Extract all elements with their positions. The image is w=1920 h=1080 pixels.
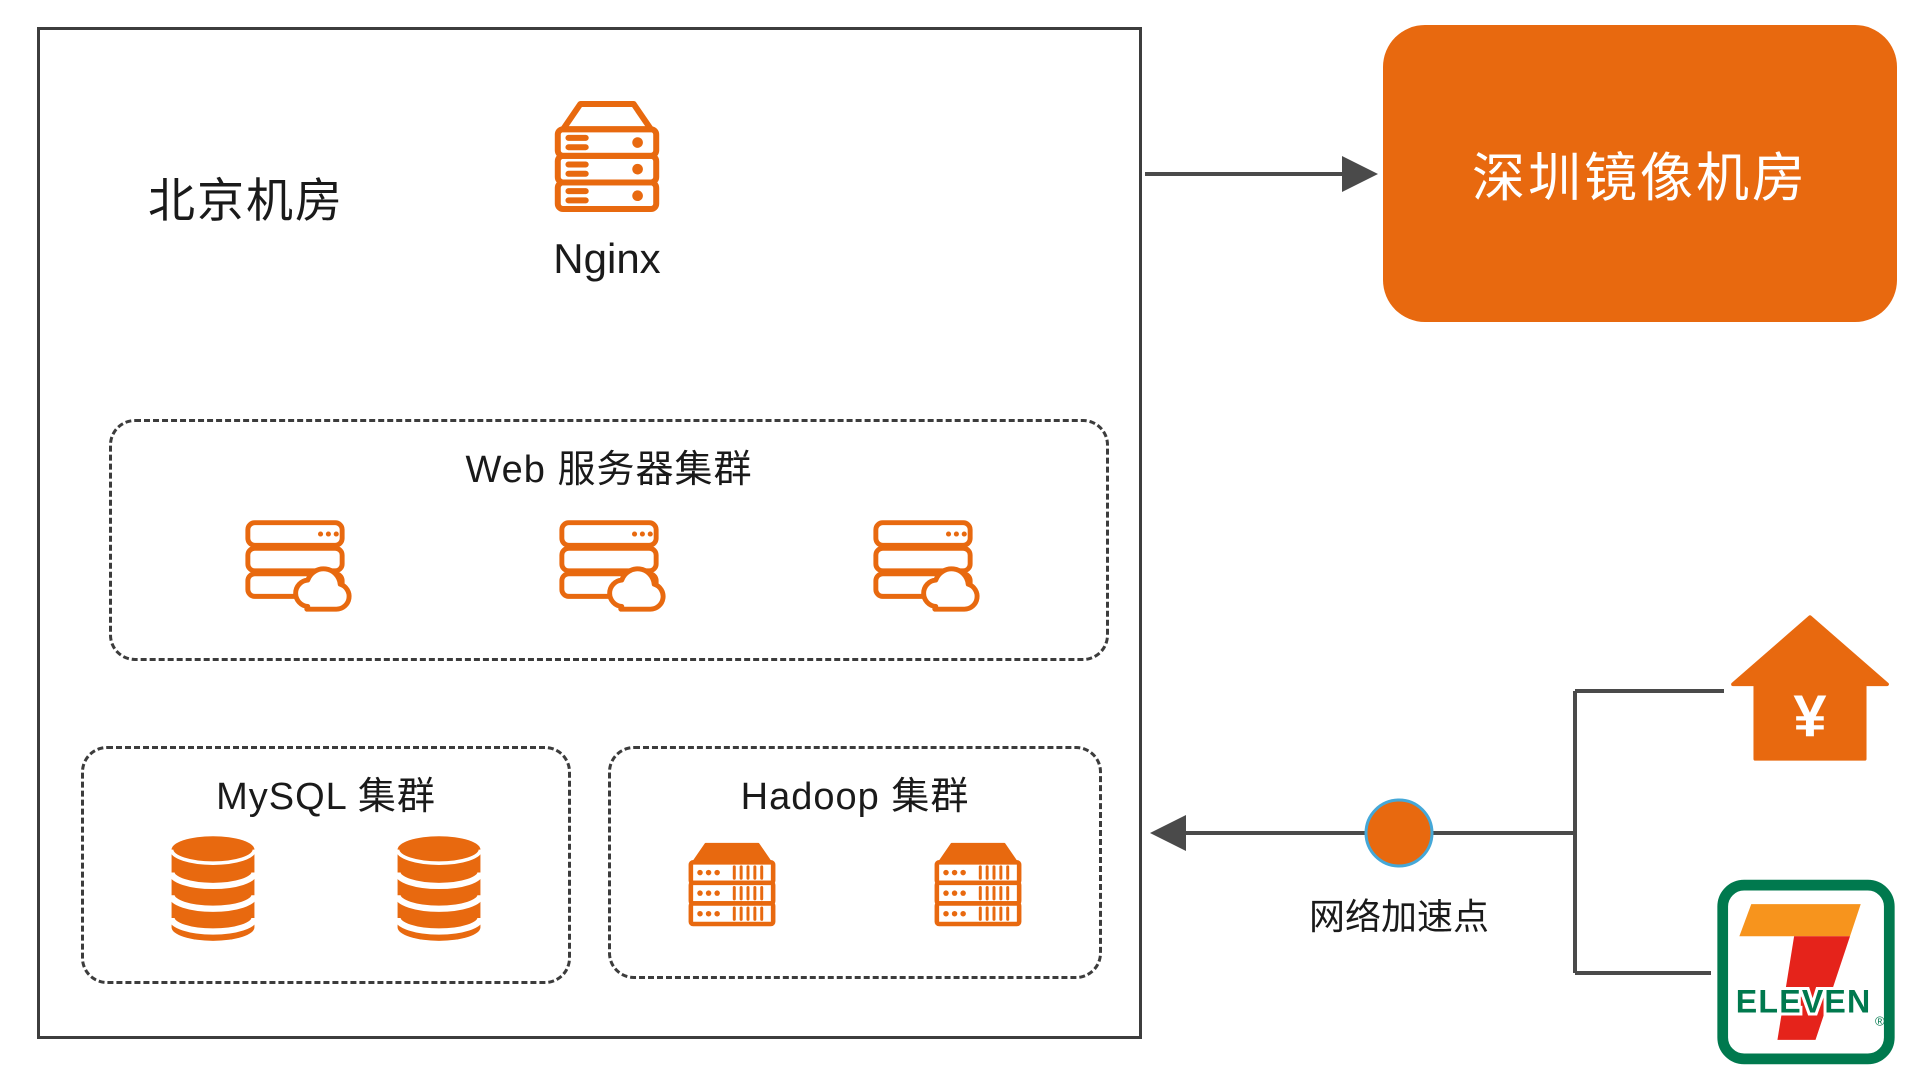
web-server-icon	[550, 507, 668, 617]
database-icon	[161, 830, 265, 946]
web-server-icon	[864, 507, 982, 617]
web-cluster-icons	[236, 507, 982, 617]
network-accel-point	[1364, 798, 1434, 868]
hadoop-rack-icon	[672, 836, 792, 948]
nginx-label: Nginx	[553, 235, 661, 282]
mysql-cluster-title: MySQL 集群	[216, 776, 436, 818]
shenzhen-mirror-box: 深圳镜像机房	[1383, 25, 1897, 322]
web-cluster-box: Web 服务器集群	[109, 419, 1109, 661]
nginx-server: Nginx	[532, 92, 682, 283]
hadoop-cluster-icons	[672, 836, 1038, 948]
seven-eleven-logo: ELEVEN ®	[1715, 878, 1897, 1066]
hadoop-cluster-title: Hadoop 集群	[740, 776, 970, 818]
beijing-datacenter-box: 北京机房 Nginx Web 服务器集群 MySQL 集群 Hadoop 集群	[37, 27, 1142, 1039]
seven-eleven-icon: ELEVEN ®	[1717, 879, 1895, 1065]
seven-top-bar	[1739, 904, 1861, 937]
bank-house-icon: ¥	[1731, 615, 1889, 761]
beijing-title: 北京机房	[148, 174, 344, 227]
bank-house: ¥	[1728, 602, 1892, 774]
hadoop-cluster-box: Hadoop 集群	[608, 746, 1102, 979]
shenzhen-title: 深圳镜像机房	[1472, 148, 1808, 208]
nginx-server-icon	[538, 92, 676, 225]
mysql-cluster-box: MySQL 集群	[81, 746, 571, 984]
mysql-cluster-icons	[161, 830, 491, 946]
database-icon	[387, 830, 491, 946]
eleven-text: ELEVEN	[1736, 983, 1872, 1019]
seven-digit	[1777, 936, 1851, 1040]
hadoop-rack-icon	[918, 836, 1038, 948]
web-cluster-title: Web 服务器集群	[465, 449, 753, 491]
registered-mark: ®	[1875, 1014, 1885, 1029]
yen-symbol: ¥	[1793, 682, 1826, 749]
network-accel-label: 网络加速点	[1308, 896, 1489, 937]
web-server-icon	[236, 507, 354, 617]
